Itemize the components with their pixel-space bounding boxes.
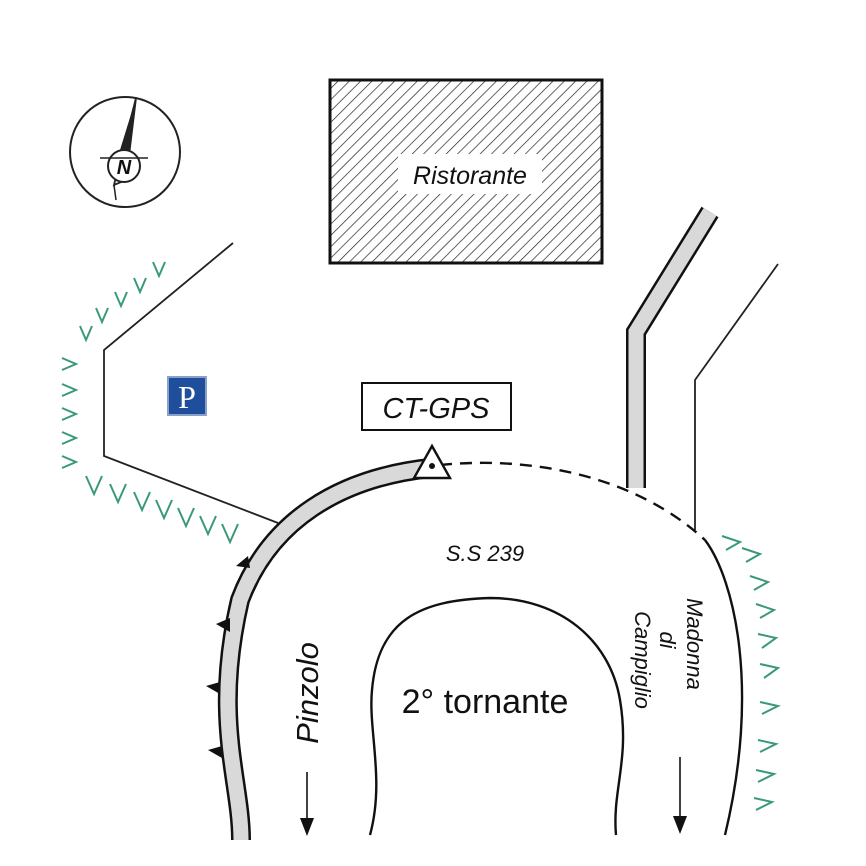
compass-north-icon: N — [69, 96, 181, 208]
hairpin-label: 2° tornante — [402, 683, 569, 721]
direction-madonna-label-3: Campiglio — [630, 611, 655, 709]
embankment-marks — [206, 556, 250, 758]
slope-marks-left — [61, 261, 239, 545]
parking-label: P — [178, 379, 196, 415]
station-label-box: CT-GPS — [361, 382, 512, 431]
direction-madonna-label-2: di — [655, 631, 680, 649]
direction-pinzolo-arrow — [300, 772, 314, 836]
side-road — [626, 206, 719, 488]
restaurant-label: Ristorante — [413, 162, 527, 190]
parking-lot-boundary — [103, 242, 279, 524]
side-road-edge — [694, 263, 779, 530]
slope-marks-right — [721, 535, 781, 811]
north-label: N — [117, 157, 132, 179]
station-label: CT-GPS — [383, 393, 491, 425]
main-road-outer-edge — [217, 458, 432, 841]
road-dashed-edge — [439, 461, 706, 541]
direction-pinzolo-label: Pinzolo — [290, 642, 325, 744]
triangle-dot-benchmark-icon — [411, 443, 453, 480]
main-road-right-edge — [704, 539, 744, 836]
restaurant-building: Ristorante — [328, 78, 604, 265]
direction-madonna-label-1: Madonna — [682, 598, 707, 690]
direction-madonna-arrow — [673, 757, 687, 834]
hairpin-inner-curve — [368, 596, 625, 836]
parking-icon: P — [167, 376, 207, 416]
road-label: S.S 239 — [446, 541, 524, 566]
